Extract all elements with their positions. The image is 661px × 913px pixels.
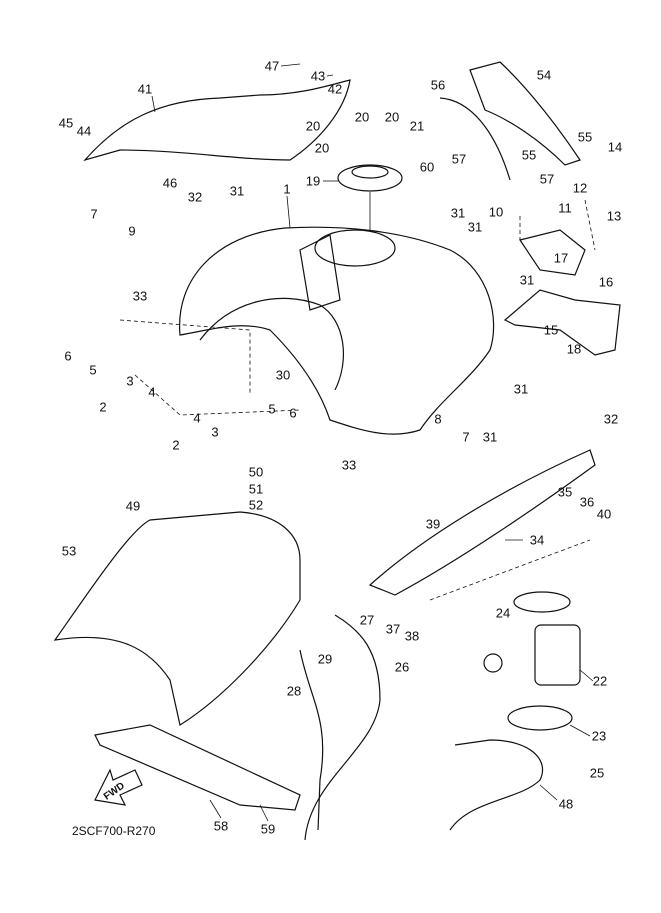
callout-20: 20 — [354, 109, 370, 125]
callout-11: 11 — [558, 200, 572, 216]
callout-21: 21 — [409, 118, 425, 134]
bracket-10 — [519, 229, 586, 276]
callout-31: 31 — [513, 381, 529, 397]
callout-45: 45 — [58, 115, 74, 131]
callout-55: 55 — [577, 129, 593, 145]
callout-30: 30 — [275, 367, 291, 383]
callout-55: 55 — [521, 147, 537, 163]
callout-34: 34 — [529, 532, 545, 548]
callout-20: 20 — [314, 140, 330, 156]
hose-48 — [449, 739, 544, 831]
callout-43: 43 — [310, 68, 326, 84]
callout-3: 3 — [126, 373, 134, 389]
callout-22: 22 — [592, 673, 608, 689]
callout-12: 12 — [572, 180, 588, 196]
callout-4: 4 — [148, 384, 156, 400]
callout-54: 54 — [536, 67, 552, 83]
callout-6: 6 — [64, 348, 72, 364]
callout-3: 3 — [211, 424, 219, 440]
callout-33: 33 — [132, 288, 148, 304]
callout-20: 20 — [384, 109, 400, 125]
trim-56 — [439, 97, 511, 181]
callout-38: 38 — [404, 628, 420, 644]
callout-56: 56 — [430, 77, 446, 93]
callout-23: 23 — [591, 728, 607, 744]
callout-5: 5 — [89, 362, 97, 378]
callout-31: 31 — [519, 272, 535, 288]
callout-7: 7 — [90, 206, 98, 222]
callout-51: 51 — [248, 481, 264, 497]
callout-53: 53 — [61, 543, 77, 559]
callout-2: 2 — [172, 437, 180, 453]
callout-37: 37 — [385, 621, 401, 637]
callout-35: 35 — [557, 484, 573, 500]
fuel-pump-22 — [534, 624, 581, 686]
callout-17: 17 — [553, 250, 569, 266]
callout-29: 29 — [317, 651, 333, 667]
callout-36: 36 — [579, 494, 595, 510]
diagram-code: 2SCF700-R270 — [72, 824, 156, 838]
callout-44: 44 — [76, 123, 92, 139]
callout-39: 39 — [425, 516, 441, 532]
callout-48: 48 — [558, 796, 574, 812]
callout-32: 32 — [603, 411, 619, 427]
callout-47: 47 — [264, 58, 280, 74]
callout-27: 27 — [359, 612, 375, 628]
callout-9: 9 — [128, 223, 136, 239]
callout-20: 20 — [305, 118, 321, 134]
callout-25: 25 — [589, 765, 605, 781]
callout-31: 31 — [450, 205, 466, 221]
fwd-arrow-icon — [94, 768, 143, 806]
callout-26: 26 — [394, 659, 410, 675]
callout-13: 13 — [606, 208, 622, 224]
callout-31: 31 — [482, 429, 498, 445]
callout-31: 31 — [229, 183, 245, 199]
callout-31: 31 — [467, 219, 483, 235]
callout-2: 2 — [99, 399, 107, 415]
callout-49: 49 — [125, 498, 141, 514]
fuel-cap — [337, 164, 403, 192]
callout-19: 19 — [305, 173, 321, 189]
side-cover-49 — [53, 511, 301, 726]
callout-14: 14 — [607, 139, 623, 155]
bracket-15 — [503, 289, 621, 356]
callout-24: 24 — [495, 605, 511, 621]
callout-57: 57 — [451, 151, 467, 167]
callout-32: 32 — [187, 189, 203, 205]
callout-4: 4 — [193, 410, 201, 426]
callout-6: 6 — [289, 405, 297, 421]
callout-28: 28 — [286, 683, 302, 699]
side-cover-34 — [368, 449, 596, 596]
callout-10: 10 — [488, 204, 504, 220]
callout-40: 40 — [596, 506, 612, 522]
callout-1: 1 — [283, 181, 291, 197]
panel-58-59 — [94, 724, 301, 811]
callout-7: 7 — [462, 429, 470, 445]
hose-28 — [299, 649, 324, 831]
hose-26 — [304, 614, 381, 841]
callout-50: 50 — [248, 464, 264, 480]
callout-41: 41 — [137, 81, 153, 97]
fuel-tank — [179, 226, 495, 435]
fuel-filler-opening — [314, 229, 396, 267]
callout-58: 58 — [213, 818, 229, 834]
callout-46: 46 — [162, 175, 178, 191]
plate-23 — [507, 705, 573, 731]
callout-57: 57 — [539, 171, 555, 187]
cover-54 — [469, 61, 581, 166]
gasket-24 — [513, 591, 571, 613]
callout-42: 42 — [327, 81, 343, 97]
callout-15: 15 — [543, 322, 559, 338]
callout-59: 59 — [260, 821, 276, 837]
callout-33: 33 — [341, 457, 357, 473]
callout-5: 5 — [268, 401, 276, 417]
callout-16: 16 — [598, 274, 614, 290]
callout-60: 60 — [419, 159, 435, 175]
side-cover-41 — [83, 79, 351, 162]
callout-18: 18 — [566, 341, 582, 357]
callout-52: 52 — [248, 497, 264, 513]
callout-8: 8 — [434, 411, 442, 427]
